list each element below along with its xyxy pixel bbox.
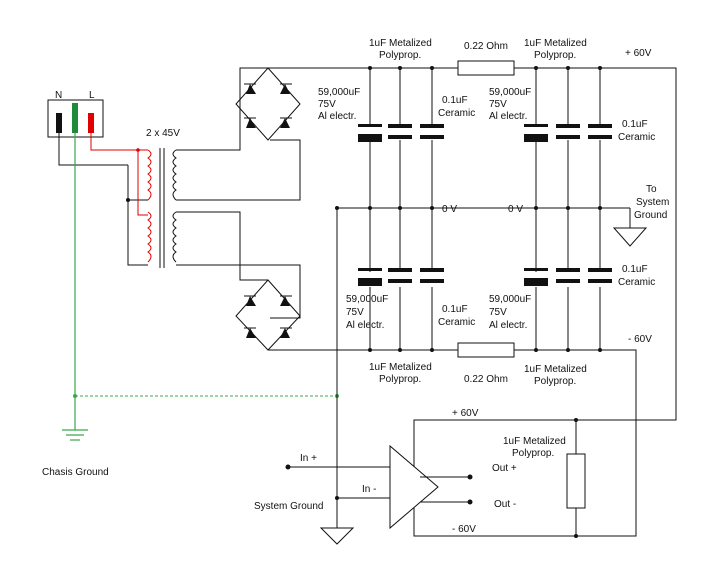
transformer-label: 2 x 45V <box>146 128 180 139</box>
system-ground-label: System Ground <box>254 501 323 512</box>
neutral-wire <box>58 133 128 166</box>
live-pin <box>88 113 94 133</box>
top-electrolytic-left-2: 75V <box>318 99 336 110</box>
amp-supply-positive <box>413 419 576 467</box>
neutral-pin <box>56 113 62 133</box>
amplifier: System Ground + 60V - 60V In + In - Out … <box>254 208 586 545</box>
chassis-ground-symbol <box>62 429 88 441</box>
zero-rail-label-left: 0 V <box>442 204 457 215</box>
primary-coil-top <box>147 149 152 201</box>
top-film-cap-right-label-2: Polyprop. <box>534 50 576 61</box>
bridge-rectifier-bottom <box>235 279 301 351</box>
top-film-cap-right-label-1: 1uF Metalized <box>524 38 587 49</box>
top-film-cap-left-label-1: 1uF Metalized <box>369 38 432 49</box>
bottom-film-cap-left-label-1: 1uF Metalized <box>369 362 432 373</box>
top-ceramic-right-1: 0.1uF <box>622 119 648 130</box>
bottom-ceramic-right-1: 0.1uF <box>622 264 648 275</box>
secondary-coil-top <box>172 149 177 201</box>
ground-note-2: System <box>636 197 669 208</box>
sec-top-return <box>176 139 301 201</box>
system-ground-symbol-right <box>612 227 648 247</box>
bottom-film-cap-right-label-1: 1uF Metalized <box>524 364 587 375</box>
system-ground-symbol <box>319 527 355 545</box>
capacitor-bank <box>335 66 612 352</box>
zero-rail-label-right: 0 V <box>508 204 523 215</box>
sec-top-to-bridge1 <box>176 67 268 151</box>
output-positive-terminal <box>467 474 473 480</box>
secondary-coil-bottom <box>172 211 177 263</box>
output-positive-label: Out + <box>492 463 517 474</box>
bottom-ceramic-right-2: Ceramic <box>618 277 655 288</box>
bottom-electrolytic-right-3: Al electr. <box>489 320 527 331</box>
live-wire-lower <box>137 150 148 216</box>
bottom-electrolytic-left-3: Al electr. <box>346 320 384 331</box>
bottom-ceramic-left-2: Ceramic <box>438 317 475 328</box>
bridge-rectifier-top <box>235 67 301 141</box>
primary-coil-bottom <box>147 211 152 263</box>
top-electrolytic-right-3: Al electr. <box>489 111 527 122</box>
sec-bottom-to-bridge2 <box>176 211 268 281</box>
ground-note-1: To <box>646 184 657 195</box>
bypass-capacitor <box>566 453 586 509</box>
top-ceramic-left-1: 0.1uF <box>442 95 468 106</box>
bypass-cap-label-1: 1uF Metalized <box>503 436 566 447</box>
amp-supply-positive-label: + 60V <box>452 408 479 419</box>
top-electrolytic-right-1: 59,000uF <box>489 87 531 98</box>
input-positive-terminal <box>285 464 291 470</box>
ground-note-3: Ground <box>634 210 667 221</box>
top-film-cap-left-label-2: Polyprop. <box>379 50 421 61</box>
bottom-electrolytic-right-1: 59,000uF <box>489 294 531 305</box>
top-ceramic-right-2: Ceramic <box>618 132 655 143</box>
bottom-rail-voltage: - 60V <box>628 334 652 345</box>
top-ceramic-left-2: Ceramic <box>438 108 475 119</box>
transformer: 2 x 45V <box>146 128 180 268</box>
bottom-electrolytic-right-2: 75V <box>489 307 507 318</box>
bypass-cap-label-2: Polyprop. <box>512 448 554 459</box>
bottom-rail-right <box>514 349 637 537</box>
output-negative-label: Out - <box>494 499 516 510</box>
live-wire <box>90 133 148 151</box>
top-resistor <box>457 60 515 76</box>
input-negative-label: In - <box>362 484 376 495</box>
amp-supply-negative-label: - 60V <box>452 524 476 535</box>
top-resistor-label: 0.22 Ohm <box>464 41 508 52</box>
live-label: L <box>89 90 95 101</box>
top-electrolytic-left-1: 59,000uF <box>318 87 360 98</box>
bottom-electrolytic-left-2: 75V <box>346 307 364 318</box>
earth-pin <box>72 103 78 133</box>
top-electrolytic-left-3: Al electr. <box>318 111 356 122</box>
top-electrolytic-right-2: 75V <box>489 99 507 110</box>
bottom-film-cap-left-label-2: Polyprop. <box>379 374 421 385</box>
top-rail-voltage: + 60V <box>625 48 652 59</box>
bottom-resistor <box>457 342 515 358</box>
bottom-ceramic-left-1: 0.1uF <box>442 304 468 315</box>
chassis-ground-label: Chasis Ground <box>42 467 109 478</box>
neutral-label: N <box>55 90 62 101</box>
input-positive-label: In + <box>300 453 317 464</box>
bottom-resistor-label: 0.22 Ohm <box>464 374 508 385</box>
bottom-electrolytic-left-1: 59,000uF <box>346 294 388 305</box>
sec-bottom-return <box>176 264 301 319</box>
output-negative-terminal <box>467 499 473 505</box>
amp-supply-negative <box>413 508 576 537</box>
neutral-wire-down <box>127 165 148 266</box>
top-rail-right <box>514 67 677 421</box>
bottom-film-cap-right-label-2: Polyprop. <box>534 376 576 387</box>
mains-plug: N L <box>47 90 104 138</box>
